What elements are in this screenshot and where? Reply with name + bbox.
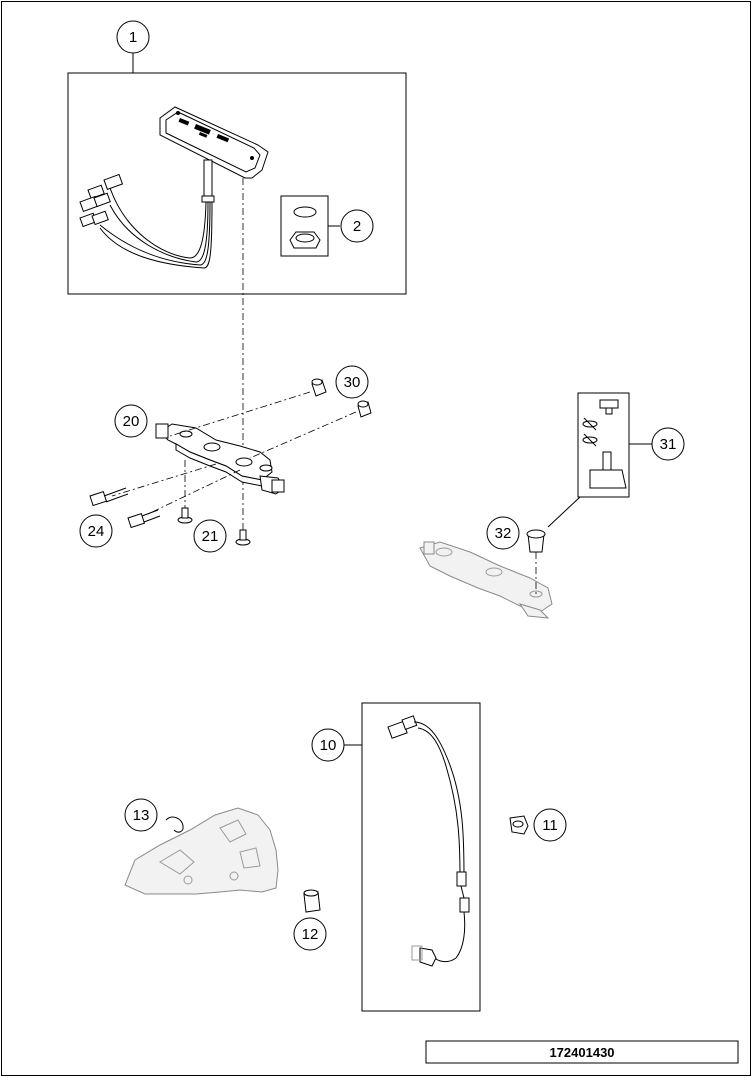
o-ring: [293, 206, 317, 218]
cable-clip: [509, 815, 529, 835]
svg-text:13: 13: [133, 807, 150, 824]
callout-32[interactable]: 32: [486, 516, 520, 550]
svg-text:11: 11: [542, 817, 558, 834]
callout-1[interactable]: 1: [116, 20, 150, 54]
svg-text:30: 30: [344, 374, 361, 391]
callout-30[interactable]: 30: [335, 365, 369, 399]
spacer-sleeve-upper: [311, 378, 327, 397]
cap-screw: [599, 399, 619, 415]
speed-sensor-cable[interactable]: [387, 715, 470, 967]
callout-13[interactable]: 13: [124, 798, 158, 832]
lock-washers: [582, 417, 598, 447]
speedometer-wiring: [79, 173, 213, 269]
callout-20[interactable]: 20: [114, 404, 148, 438]
speedometer-unit[interactable]: [159, 106, 269, 203]
screw-21-right: [235, 529, 251, 546]
brake-disc-reference-ghost: [124, 807, 279, 895]
bracket-reference-ghost: [419, 541, 553, 619]
mounting-parts-box: [577, 392, 630, 498]
spacer-sleeve-lower: [357, 400, 372, 418]
screw-24-upper: [89, 487, 129, 507]
svg-text:21: 21: [202, 528, 219, 545]
mounting-stud: [589, 451, 627, 489]
svg-text:1: 1: [129, 29, 137, 46]
callout-2[interactable]: 2: [340, 209, 374, 243]
bulb-socket: [289, 231, 321, 249]
speed-sensor-box: [361, 702, 481, 1012]
svg-text:32: 32: [495, 525, 512, 542]
screw-24-lower: [127, 509, 161, 529]
svg-text:20: 20: [123, 413, 140, 430]
callout-24[interactable]: 24: [79, 514, 113, 548]
drawing-number: 172401430: [549, 1045, 614, 1060]
callout-12[interactable]: 12: [293, 917, 327, 951]
speedometer-group-box: [67, 72, 407, 295]
circlip: [165, 816, 184, 833]
svg-text:2: 2: [353, 218, 361, 235]
callout-31[interactable]: 31: [651, 427, 685, 461]
callout-10[interactable]: 10: [311, 728, 345, 762]
svg-text:12: 12: [302, 926, 319, 943]
speedometer-bracket[interactable]: [155, 423, 285, 495]
callout-21[interactable]: 21: [193, 519, 227, 553]
bushing: [303, 889, 321, 913]
svg-text:31: 31: [660, 436, 677, 453]
rubber-grommet: [526, 529, 546, 553]
svg-text:24: 24: [88, 523, 105, 540]
svg-text:10: 10: [320, 737, 337, 754]
screw-21-left: [177, 507, 193, 524]
drawing-number-box: 172401430: [425, 1040, 739, 1064]
callout-11[interactable]: 11: [533, 808, 567, 842]
